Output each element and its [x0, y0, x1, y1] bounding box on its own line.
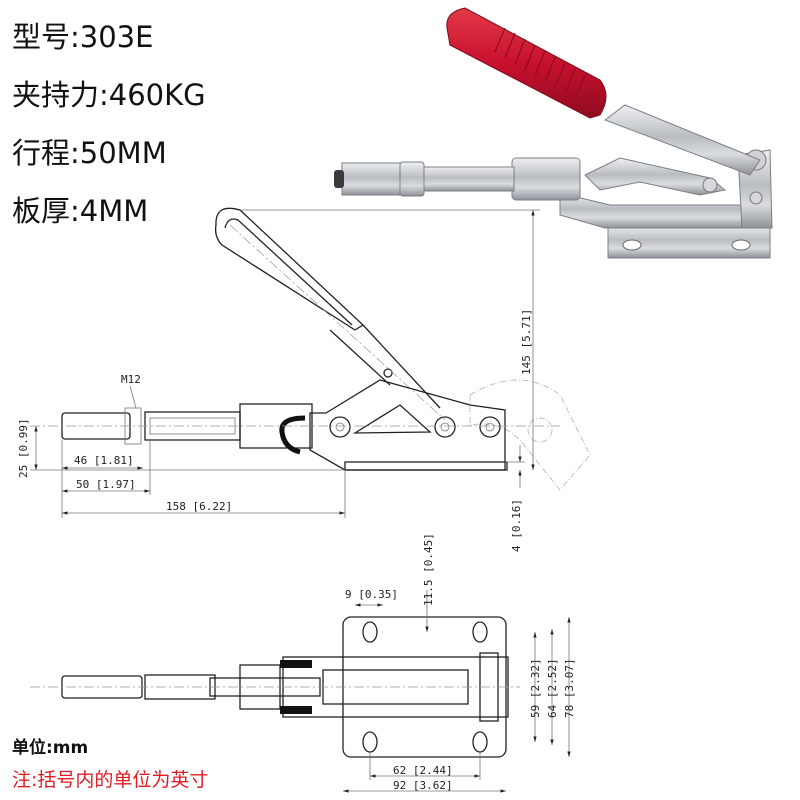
dim-hole-9: 9 [0.35]	[345, 588, 398, 601]
dim-width-64: 64 [2.52]	[546, 658, 559, 718]
dim-height-25: 25 [0.99]	[17, 418, 30, 478]
dim-length-62: 62 [2.44]	[393, 764, 453, 777]
inch-note: 注:括号内的单位为英寸	[12, 769, 209, 791]
spec-plate-thickness-value: 4MM	[79, 194, 149, 228]
spec-clamping-force: 夹持力:460KG	[12, 72, 206, 114]
spec-model-label: 型号:	[12, 20, 80, 54]
dim-thickness-4: 4 [0.16]	[510, 499, 523, 552]
grip-ridges	[494, 27, 586, 101]
dim-length-46: 46 [1.81]	[74, 454, 134, 467]
side-view-drawing: M12 25 [0.99] 46 [1.81] 50 [1.97] 158 [6…	[17, 207, 591, 552]
spec-plate-thickness: 板厚:4MM	[12, 188, 148, 230]
spec-model-value: 303E	[79, 20, 154, 54]
dim-length-158: 158 [6.22]	[166, 500, 232, 513]
dim-thread-size: M12	[121, 373, 141, 386]
dim-length-92: 92 [3.62]	[393, 779, 453, 792]
dim-length-50: 50 [1.97]	[76, 478, 136, 491]
spec-clamping-force-label: 夹持力:	[12, 78, 109, 112]
spec-clamping-force-value: 460KG	[108, 78, 206, 112]
spec-stroke-label: 行程:	[12, 136, 80, 170]
product-photo	[334, 7, 773, 259]
top-view-drawing: 9 [0.35] 11.5 [0.45] 59 [2.32] 64 [2.52]…	[30, 533, 576, 793]
dim-width-59: 59 [2.32]	[529, 658, 542, 718]
spec-model: 型号:303E	[12, 14, 153, 56]
spec-plate-thickness-label: 板厚:	[12, 194, 80, 228]
spec-stroke-value: 50MM	[79, 136, 167, 170]
unit-note: 单位:mm	[12, 738, 89, 758]
spec-stroke: 行程:50MM	[12, 130, 167, 172]
dim-width-78: 78 [3.07]	[563, 658, 576, 718]
dim-height-145: 145 [5.71]	[520, 309, 533, 375]
dim-offset-11-5: 11.5 [0.45]	[422, 533, 435, 606]
